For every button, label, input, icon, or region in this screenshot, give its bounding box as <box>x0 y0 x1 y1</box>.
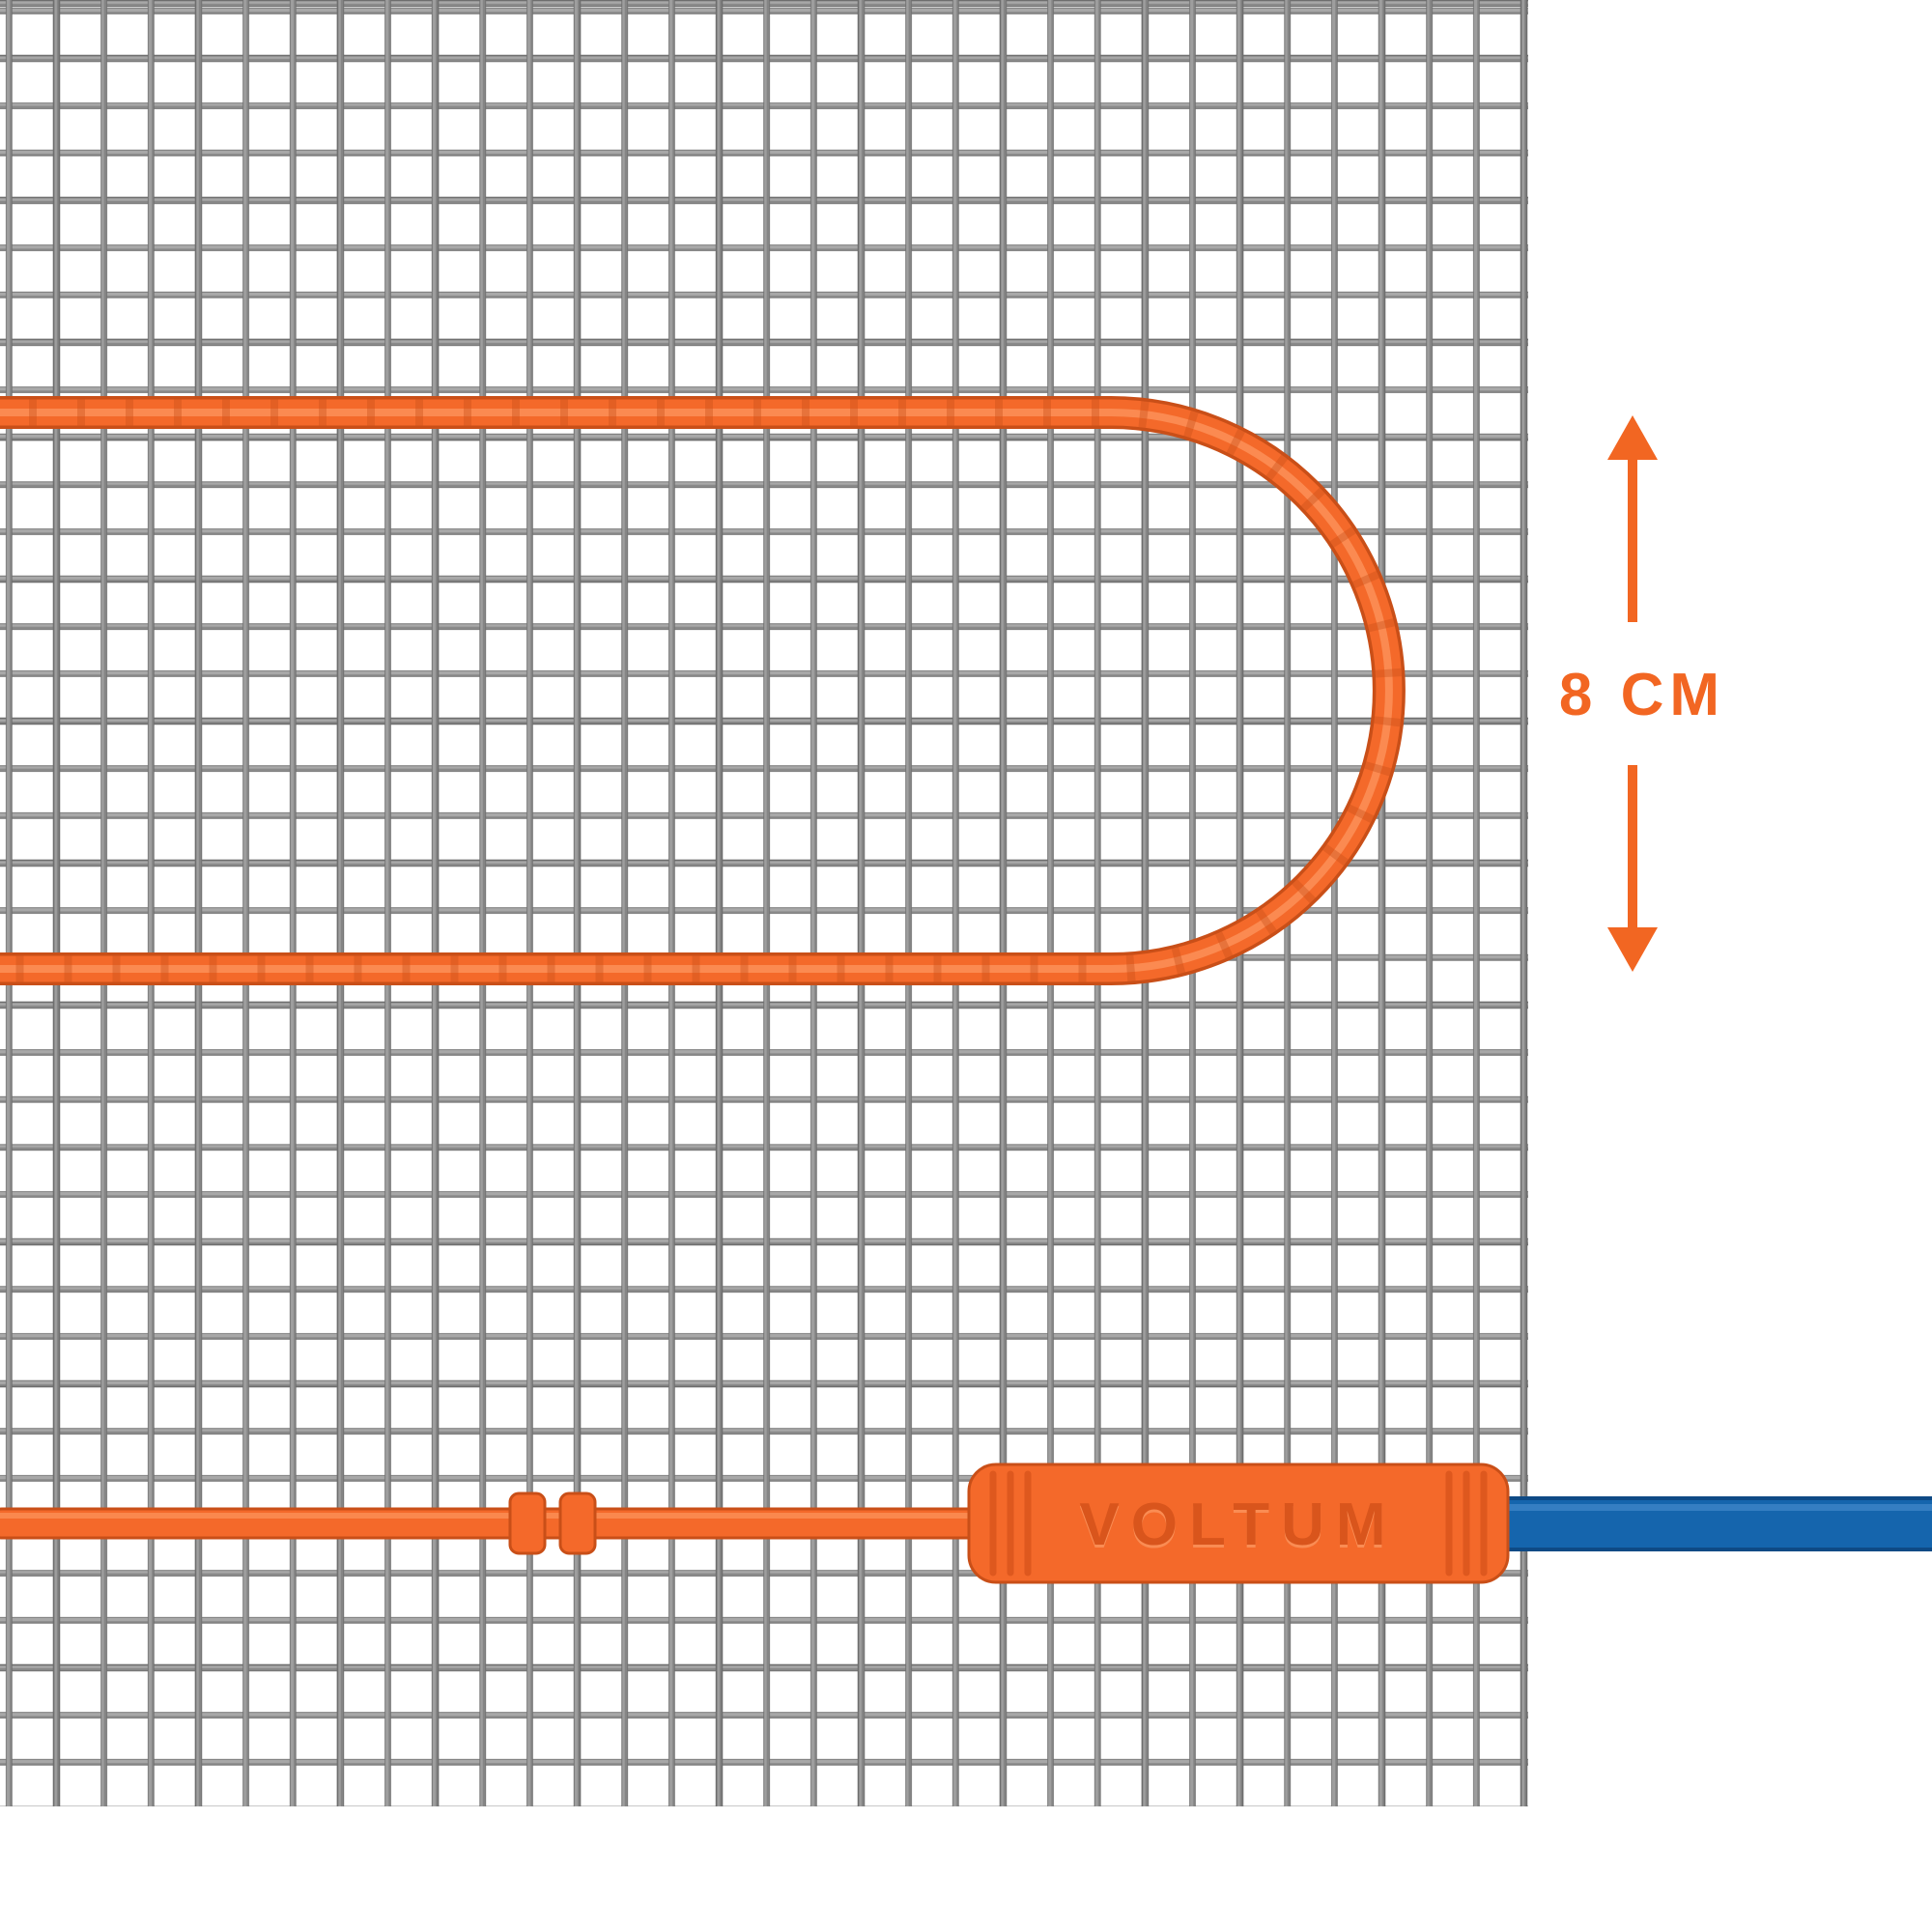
heating-cable-outline <box>0 396 1406 985</box>
dimension-annotation: 8 CM <box>1559 415 1725 972</box>
dimension-line-top <box>1628 456 1637 622</box>
heating-cable-highlight <box>0 409 1393 973</box>
connector-body <box>967 1463 1510 1584</box>
heating-cable-loop <box>0 396 1406 985</box>
lead-cable-highlight <box>0 1513 987 1519</box>
heating-cable <box>0 399 1403 982</box>
connector-label-emboss: VOLTUM <box>1079 1494 1397 1561</box>
connector-ribs-right <box>1445 1470 1488 1577</box>
splice-clip <box>508 1492 597 1555</box>
power-cable-highlight <box>1488 1504 1932 1511</box>
connector-label: VOLTUM <box>1079 1492 1397 1558</box>
splice-clip-left <box>508 1492 547 1555</box>
arrow-down-icon <box>1607 927 1658 972</box>
splice-clip-right <box>558 1492 597 1555</box>
cold-lead-assembly: VOLTUM VOLTUM <box>0 1463 1932 1584</box>
dimension-label: 8 CM <box>1559 662 1725 728</box>
cable-braid-texture <box>0 399 1403 982</box>
dimension-line-bottom <box>1628 765 1637 929</box>
arrow-up-icon <box>1607 415 1658 460</box>
connector: VOLTUM VOLTUM <box>967 1463 1510 1584</box>
connector-ribs-left <box>989 1470 1032 1577</box>
